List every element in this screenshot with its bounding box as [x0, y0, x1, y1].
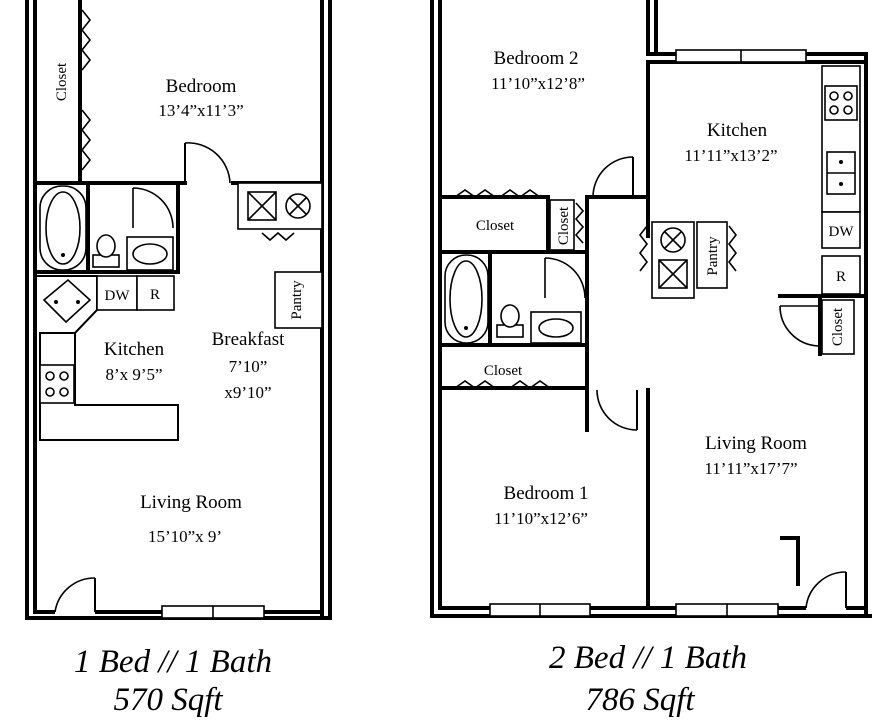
kitchen-sink	[42, 278, 92, 324]
bedroom-name: Bedroom	[166, 76, 237, 97]
dishwasher	[96, 275, 138, 311]
bedroom-dims: 13’4”x11’3”	[158, 101, 243, 120]
living-dims: 15’10”x 9’	[148, 527, 222, 546]
pantry-label: Pantry	[289, 280, 305, 320]
breakfast-name: Breakfast	[212, 329, 286, 350]
kitchen-counter: DW R	[821, 65, 861, 295]
stove	[39, 364, 75, 404]
fridge-label: R	[836, 269, 846, 285]
pantry: Pantry	[696, 221, 738, 289]
pantry-label: Pantry	[705, 236, 721, 276]
breakfast-dims-2: x9’10”	[224, 383, 271, 402]
kitchen-name: Kitchen	[104, 339, 165, 360]
plan-1-area-caption: 570 Sqft	[113, 682, 223, 718]
bedroom1-dims: 11’10”x12’6”	[494, 509, 588, 528]
kitchen-dims: 8’x 9’5”	[105, 365, 162, 384]
laundry	[237, 182, 323, 242]
bedroom2-name: Bedroom 2	[494, 48, 579, 69]
living-name: Living Room	[140, 492, 242, 513]
fridge	[821, 255, 861, 295]
dishwasher	[821, 211, 861, 249]
plan-1-bed: Closet	[25, 0, 332, 718]
entry-door	[805, 571, 847, 611]
hall-closet: Closet	[438, 363, 589, 390]
dw-label: DW	[105, 288, 131, 304]
living-dims: 11’11”x17’7”	[704, 459, 797, 478]
pantry: Pantry	[274, 271, 323, 329]
bedroom1-name: Bedroom 1	[504, 483, 589, 504]
entry-door	[54, 577, 96, 615]
window-living	[675, 603, 779, 617]
fridge-label: R	[150, 287, 160, 303]
plan-2-type-caption: 2 Bed // 1 Bath	[549, 640, 747, 676]
kitchen-name: Kitchen	[707, 120, 768, 141]
closet-label: Closet	[54, 62, 70, 101]
breakfast-dims-1: 7’10”	[229, 357, 268, 376]
bedroom-door	[184, 142, 231, 184]
bathroom	[33, 181, 180, 274]
closet-label-2: Closet	[556, 206, 572, 245]
plan-1-type-caption: 1 Bed // 1 Bath	[74, 644, 272, 680]
closet-label-4: Closet	[830, 307, 846, 346]
stove	[824, 85, 858, 121]
dw-label: DW	[829, 224, 855, 240]
closet-label: Closet	[476, 218, 515, 234]
closet-label-3: Closet	[484, 363, 523, 379]
kitchen-sink	[826, 151, 856, 195]
living-name: Living Room	[705, 433, 807, 454]
bedroom2-dims: 11’10”x12’8”	[491, 74, 585, 93]
fridge	[136, 275, 175, 311]
kitchen-closet: Closet	[778, 294, 868, 356]
bedroom-closet: Closet	[54, 0, 92, 185]
window-top	[675, 49, 807, 63]
bedroom2-door	[592, 156, 634, 198]
laundry	[638, 221, 695, 299]
bedroom2-closet: Closet Closet	[454, 189, 585, 251]
kitchen-counter: DW R	[35, 275, 179, 441]
bathroom	[444, 254, 586, 344]
bedroom1-door	[596, 389, 638, 431]
plan-2-bed: Closet Closet Closet	[430, 0, 872, 718]
plan-2-area-caption: 786 Sqft	[585, 682, 695, 718]
window	[161, 605, 265, 619]
window-bedroom	[489, 603, 591, 617]
kitchen-dims: 11’11”x13’2”	[684, 146, 777, 165]
